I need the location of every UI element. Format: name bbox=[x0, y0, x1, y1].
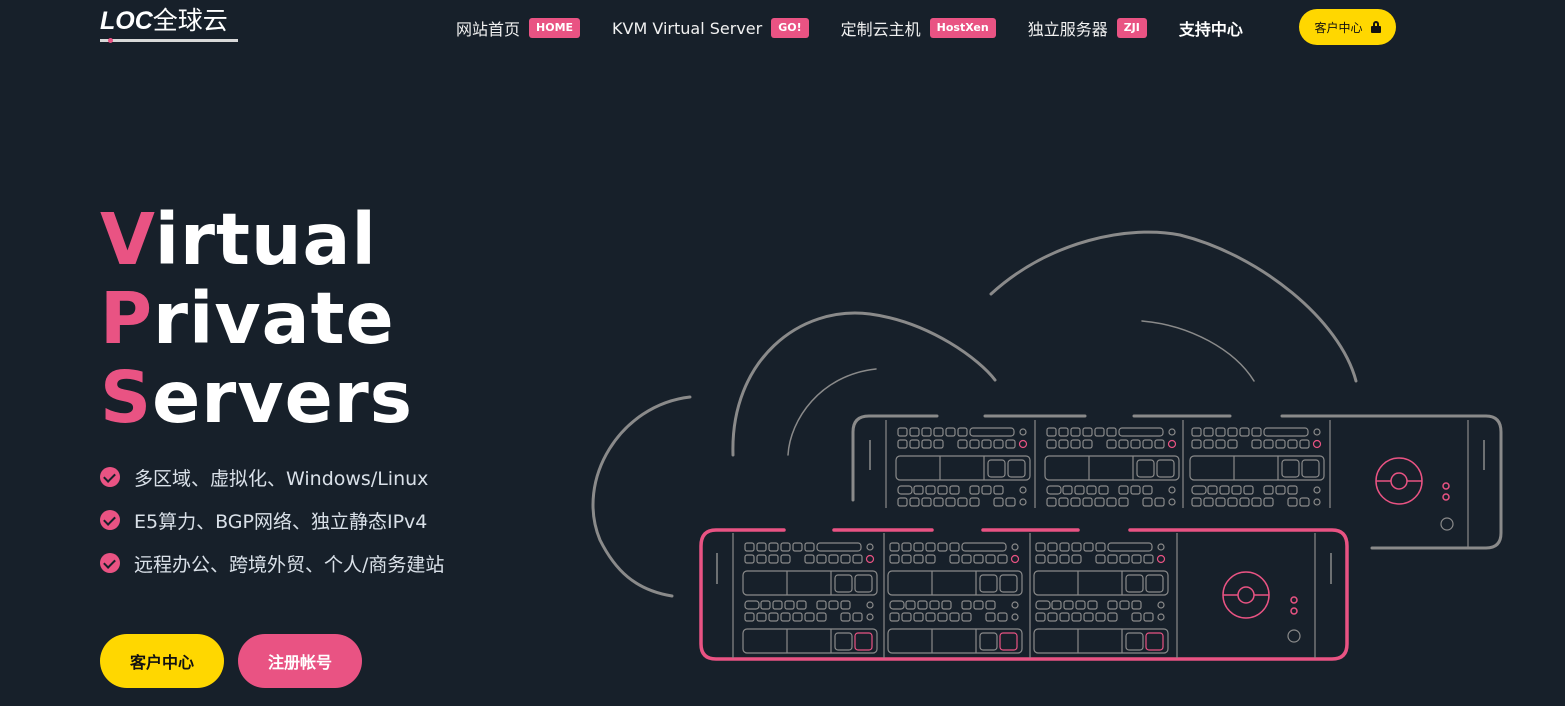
check-circle-icon bbox=[100, 510, 120, 530]
nav-badge-zji: ZJI bbox=[1116, 18, 1147, 38]
nav-dedicated-server[interactable]: 独立服务器 ZJI bbox=[1028, 16, 1147, 40]
cloud-server-illustration bbox=[591, 230, 1503, 661]
hero-title: Virtual Private Servers bbox=[100, 200, 413, 437]
check-circle-icon bbox=[100, 553, 120, 573]
server-rack-front-icon bbox=[699, 528, 1349, 661]
feature-item: 多区域、虚拟化、Windows/Linux bbox=[100, 460, 444, 494]
logo-underline bbox=[100, 39, 238, 42]
client-center-button[interactable]: 客户中心 bbox=[100, 634, 224, 688]
nav-custom-cloud-host[interactable]: 定制云主机 HostXen bbox=[841, 16, 996, 40]
hero-title-line-servers: Servers bbox=[100, 356, 414, 439]
feature-list: 多区域、虚拟化、Windows/Linux E5算力、BGP网络、独立静态IPv… bbox=[100, 460, 444, 589]
server-rack-back-icon bbox=[851, 414, 1503, 550]
hero-title-line-virtual: Virtual bbox=[100, 198, 377, 281]
feature-item: 远程办公、跨境外贸、个人/商务建站 bbox=[100, 546, 444, 580]
site-header: LOC全球云 网站首页 HOME KVM Virtual Server GO! … bbox=[0, 0, 1565, 55]
register-account-button[interactable]: 注册帐号 bbox=[238, 634, 362, 688]
hero-title-line-private: Private bbox=[100, 277, 395, 360]
lock-icon bbox=[1370, 21, 1381, 33]
cloud-outline-icon bbox=[591, 230, 1358, 598]
logo[interactable]: LOC全球云 bbox=[100, 6, 240, 44]
logo-latin: LOC bbox=[100, 7, 153, 35]
nav-support-center[interactable]: 支持中心 bbox=[1178, 20, 1243, 39]
main-nav: 网站首页 HOME KVM Virtual Server GO! 定制云主机 H… bbox=[456, 13, 1275, 43]
logo-dot bbox=[108, 38, 113, 43]
nav-badge-home: HOME bbox=[529, 18, 581, 38]
nav-badge-hostxen: HostXen bbox=[929, 18, 996, 38]
nav-home[interactable]: 网站首页 HOME bbox=[456, 16, 581, 40]
feature-item: E5算力、BGP网络、独立静态IPv4 bbox=[100, 503, 444, 537]
nav-kvm-virtual-server[interactable]: KVM Virtual Server GO! bbox=[612, 18, 809, 38]
client-center-nav-button[interactable]: 客户中心 bbox=[1299, 9, 1396, 45]
check-circle-icon bbox=[100, 467, 120, 487]
nav-badge-go: GO! bbox=[771, 18, 809, 38]
logo-cjk: 全球云 bbox=[152, 7, 228, 35]
